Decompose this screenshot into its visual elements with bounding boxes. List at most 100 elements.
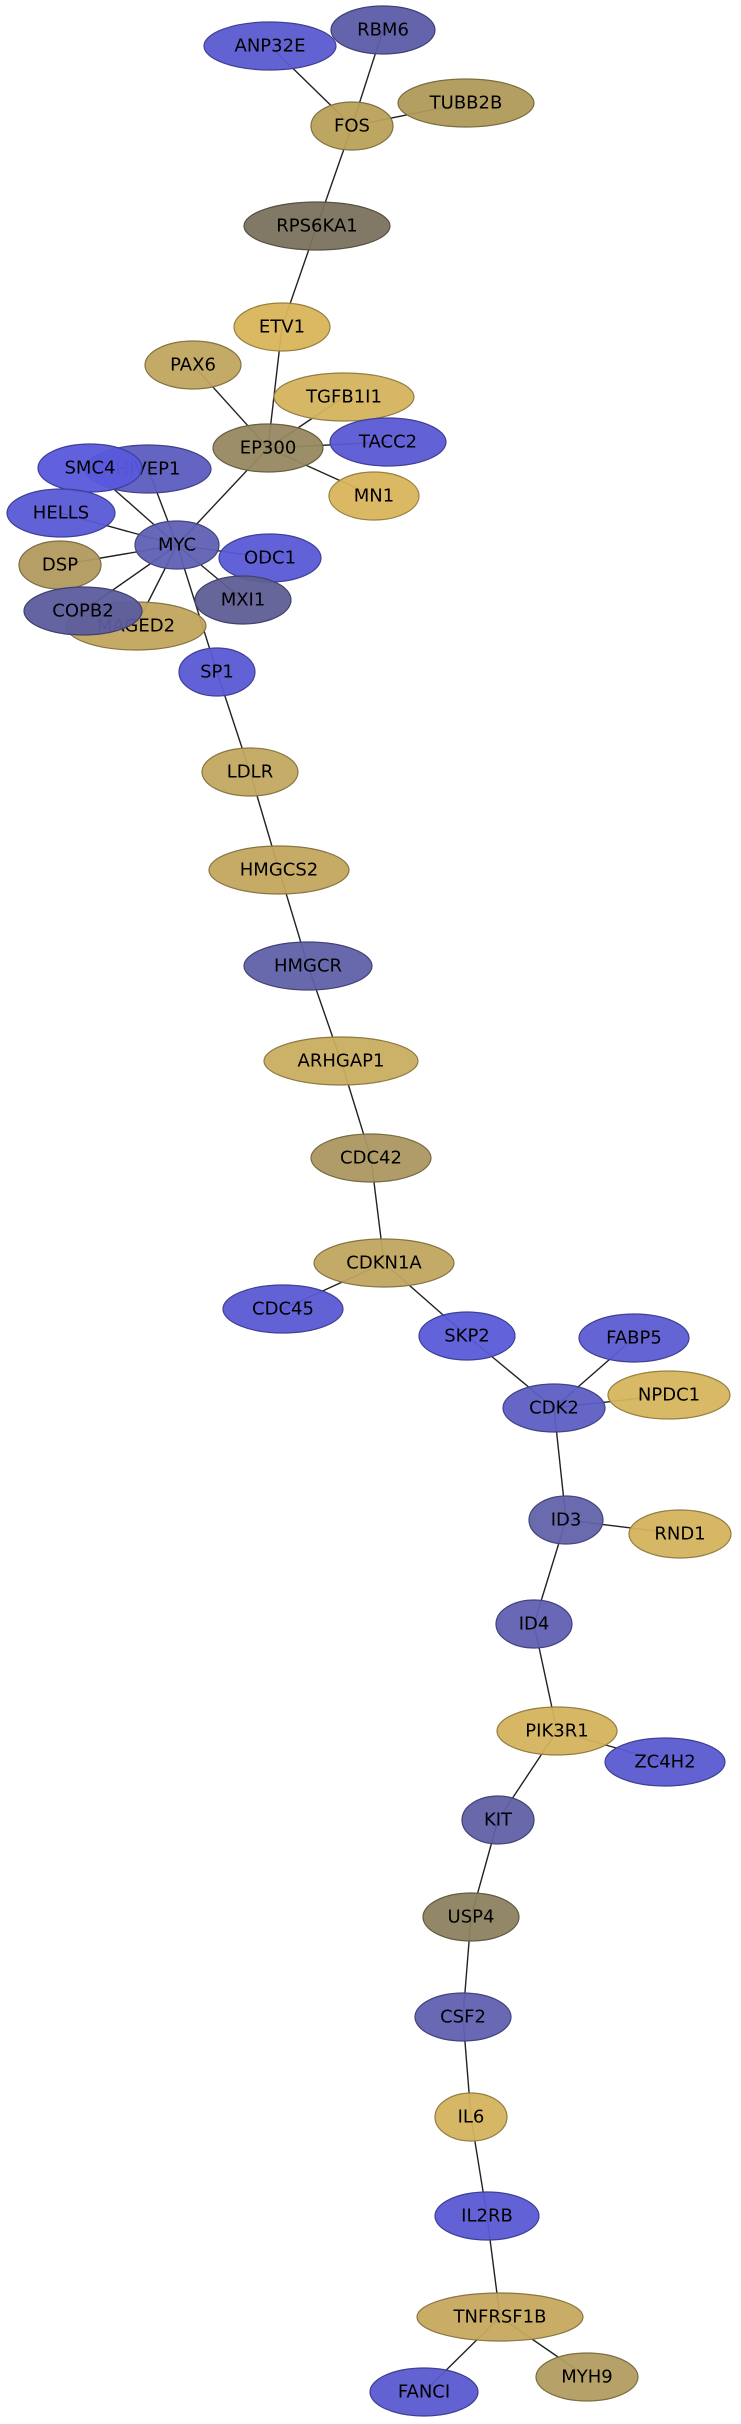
node-kit[interactable]: KIT [461,1795,535,1845]
node-shape-kit[interactable] [461,1795,535,1845]
node-shape-myh9[interactable] [535,2352,639,2402]
node-shape-hmgcr[interactable] [243,941,373,991]
node-shape-npdc1[interactable] [607,1370,731,1420]
node-label-ldlr: LDLR [227,762,273,783]
node-copb2[interactable]: COPB2 [23,586,143,636]
node-fabp5[interactable]: FABP5 [578,1313,690,1363]
node-label-hmgcr: HMGCR [274,956,342,977]
node-shape-etv1[interactable] [233,302,331,352]
node-rbm6[interactable]: RBM6 [330,5,436,55]
node-shape-il2rb[interactable] [434,2191,540,2241]
node-label-cdc45: CDC45 [252,1299,314,1320]
node-shape-smc4[interactable] [37,443,143,493]
node-il2rb[interactable]: IL2RB [434,2191,540,2241]
node-shape-sp1[interactable] [178,647,256,697]
node-hmgcr[interactable]: HMGCR [243,941,373,991]
node-shape-fanci[interactable] [369,2367,479,2417]
node-cdk2[interactable]: CDK2 [502,1383,606,1433]
node-shape-fabp5[interactable] [578,1313,690,1363]
node-tubb2b[interactable]: TUBB2B [397,78,535,128]
node-shape-id3[interactable] [528,1495,604,1545]
node-hells[interactable]: HELLS [6,488,116,538]
node-label-tacc2: TACC2 [358,432,417,453]
node-myc[interactable]: MYC [134,520,220,570]
node-label-rnd1: RND1 [654,1524,705,1545]
node-shape-id4[interactable] [495,1599,573,1649]
node-ldlr[interactable]: LDLR [201,747,299,797]
node-shape-pik3r1[interactable] [496,1706,618,1756]
node-sp1[interactable]: SP1 [178,647,256,697]
node-myh9[interactable]: MYH9 [535,2352,639,2402]
node-label-myh9: MYH9 [561,2367,613,2388]
node-cdkn1a[interactable]: CDKN1A [313,1238,455,1288]
node-id3[interactable]: ID3 [528,1495,604,1545]
node-shape-copb2[interactable] [23,586,143,636]
node-pik3r1[interactable]: PIK3R1 [496,1706,618,1756]
node-shape-cdkn1a[interactable] [313,1238,455,1288]
node-rnd1[interactable]: RND1 [628,1509,732,1559]
node-anp32e[interactable]: ANP32E [203,21,337,71]
node-label-cdk2: CDK2 [529,1398,579,1419]
node-tacc2[interactable]: TACC2 [329,417,447,467]
node-shape-rps6ka1[interactable] [243,201,391,251]
node-mxi1[interactable]: MXI1 [194,575,292,625]
node-odc1[interactable]: ODC1 [218,533,322,583]
node-hmgcs2[interactable]: HMGCS2 [208,845,350,895]
node-shape-rbm6[interactable] [330,5,436,55]
node-id4[interactable]: ID4 [495,1599,573,1649]
node-tgfb1i1[interactable]: TGFB1I1 [273,372,415,422]
node-shape-hells[interactable] [6,488,116,538]
node-shape-zc4h2[interactable] [604,1737,726,1787]
node-label-dsp: DSP [42,555,78,576]
node-smc4[interactable]: SMC4 [37,443,143,493]
node-label-smc4: SMC4 [65,458,116,479]
node-shape-mn1[interactable] [328,471,420,521]
node-shape-myc[interactable] [134,520,220,570]
node-shape-tgfb1i1[interactable] [273,372,415,422]
node-usp4[interactable]: USP4 [422,1892,520,1942]
node-shape-rnd1[interactable] [628,1509,732,1559]
node-label-arhgap1: ARHGAP1 [298,1051,385,1072]
node-label-cdkn1a: CDKN1A [346,1253,422,1274]
node-shape-hmgcs2[interactable] [208,845,350,895]
node-etv1[interactable]: ETV1 [233,302,331,352]
node-shape-ldlr[interactable] [201,747,299,797]
node-shape-cdc45[interactable] [222,1284,344,1334]
node-label-rps6ka1: RPS6KA1 [276,216,358,237]
node-cdc45[interactable]: CDC45 [222,1284,344,1334]
node-csf2[interactable]: CSF2 [414,1992,512,2042]
node-shape-anp32e[interactable] [203,21,337,71]
node-shape-tubb2b[interactable] [397,78,535,128]
node-tnfrsf1b[interactable]: TNFRSF1B [416,2292,584,2342]
node-label-hells: HELLS [33,503,89,524]
node-label-npdc1: NPDC1 [638,1385,700,1406]
node-label-tgfb1i1: TGFB1I1 [305,387,382,408]
node-shape-pax6[interactable] [144,340,242,390]
node-arhgap1[interactable]: ARHGAP1 [263,1036,419,1086]
node-shape-arhgap1[interactable] [263,1036,419,1086]
node-npdc1[interactable]: NPDC1 [607,1370,731,1420]
node-skp2[interactable]: SKP2 [418,1311,516,1361]
node-shape-cdk2[interactable] [502,1383,606,1433]
node-shape-mxi1[interactable] [194,575,292,625]
node-shape-tnfrsf1b[interactable] [416,2292,584,2342]
node-rps6ka1[interactable]: RPS6KA1 [243,201,391,251]
node-cdc42[interactable]: CDC42 [310,1133,432,1183]
node-dsp[interactable]: DSP [18,540,102,590]
node-il6[interactable]: IL6 [434,2092,508,2142]
node-shape-fos[interactable] [310,101,394,151]
node-fos[interactable]: FOS [310,101,394,151]
node-shape-ep300[interactable] [212,423,324,473]
node-shape-csf2[interactable] [414,1992,512,2042]
node-fanci[interactable]: FANCI [369,2367,479,2417]
node-shape-cdc42[interactable] [310,1133,432,1183]
node-zc4h2[interactable]: ZC4H2 [604,1737,726,1787]
node-shape-il6[interactable] [434,2092,508,2142]
node-shape-usp4[interactable] [422,1892,520,1942]
node-shape-tacc2[interactable] [329,417,447,467]
node-mn1[interactable]: MN1 [328,471,420,521]
node-ep300[interactable]: EP300 [212,423,324,473]
node-shape-skp2[interactable] [418,1311,516,1361]
node-pax6[interactable]: PAX6 [144,340,242,390]
